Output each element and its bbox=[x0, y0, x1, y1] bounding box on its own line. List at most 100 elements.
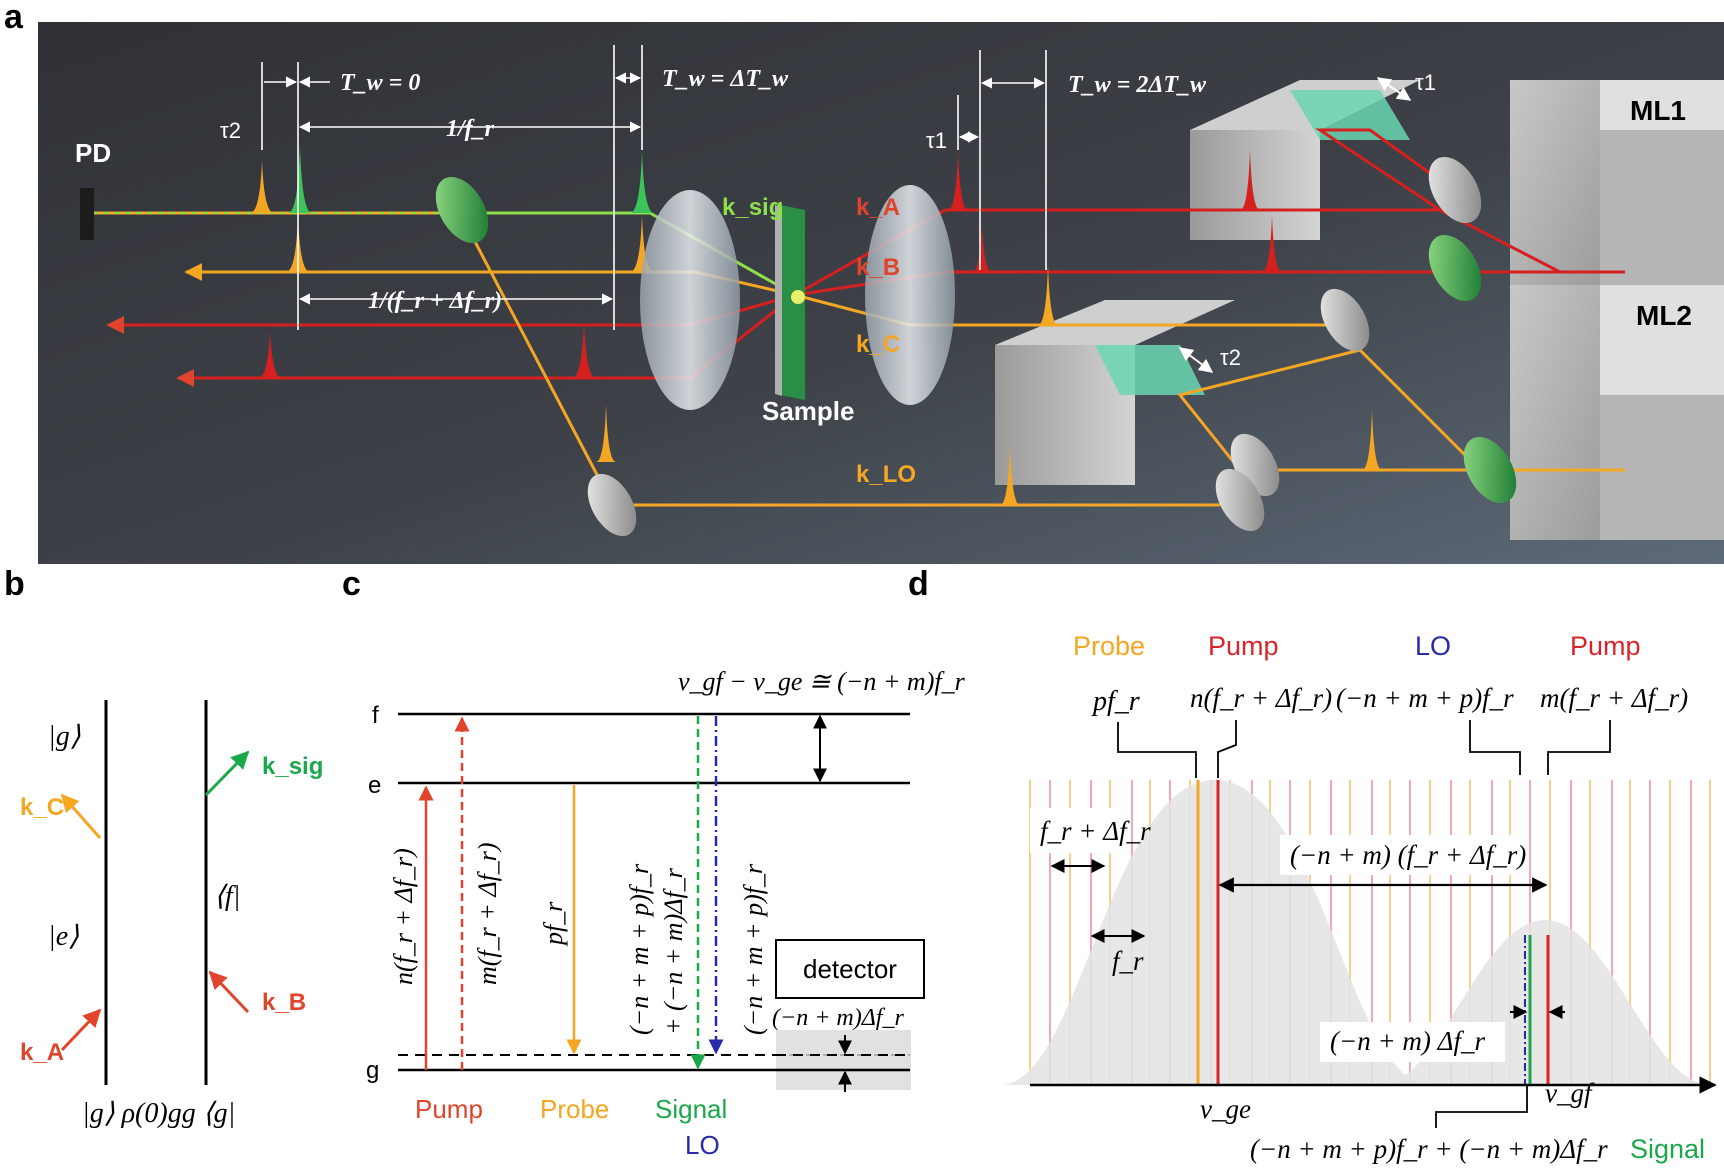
span-d-label: (−n + m) (f_r + Δf_r) bbox=[1290, 840, 1526, 870]
detector-box bbox=[775, 939, 925, 999]
pfr-d-label: pf_r bbox=[1091, 686, 1140, 717]
tw1-label: T_w = ΔT_w bbox=[662, 66, 789, 92]
ml1-laser bbox=[1510, 80, 1724, 290]
fr-d-label: f_r bbox=[1112, 946, 1144, 976]
mirror-2 bbox=[1320, 288, 1370, 352]
g-ket-top: |g⟩ bbox=[48, 721, 81, 752]
mfr-d-label: m(f_r + Δf_r) bbox=[1540, 683, 1688, 713]
pump-n-label: n(f_r + Δf_r) bbox=[389, 848, 418, 985]
lo-c-label: LO bbox=[685, 1130, 720, 1160]
mfr-leader bbox=[1547, 720, 1611, 775]
tau2-stage-label: τ2 bbox=[1220, 345, 1241, 370]
mirror-5 bbox=[587, 473, 637, 537]
vgf-d-label: v_gf bbox=[1545, 1078, 1595, 1108]
bottom-leader bbox=[1435, 1085, 1528, 1128]
mirror-1 bbox=[1428, 156, 1482, 224]
lofr-leader bbox=[1469, 720, 1521, 775]
pump1-d-label: Pump bbox=[1208, 631, 1279, 661]
photodetector bbox=[80, 188, 94, 240]
frdfr-label-bg bbox=[1030, 808, 1130, 853]
sample-plate bbox=[775, 205, 805, 400]
level-g-label: g bbox=[366, 1057, 379, 1084]
probe-label-vertical: pf_r bbox=[539, 901, 568, 947]
signal-d-label: Signal bbox=[1630, 1134, 1705, 1164]
beamsplitter-2 bbox=[1428, 234, 1482, 302]
vge-d-label: v_ge bbox=[1200, 1094, 1251, 1124]
kA-b-label: k_A bbox=[20, 1039, 64, 1066]
kA-arrow bbox=[60, 1008, 102, 1052]
inv-fr-dfr-label: 1/(f_r + Δf_r) bbox=[368, 288, 502, 314]
panel-label-c: c bbox=[342, 565, 361, 603]
lo-d-label: LO bbox=[1415, 631, 1451, 661]
panel-label-d: d bbox=[908, 565, 929, 603]
beamsplitter-1 bbox=[435, 176, 489, 244]
lo-label-vertical: (−n + m + p)f_r bbox=[739, 863, 768, 1035]
nfr-leader bbox=[1217, 720, 1237, 778]
nfr-d-label: n(f_r + Δf_r) bbox=[1190, 683, 1332, 713]
detector-offset-label: (−n + m)Δf_r bbox=[772, 1005, 904, 1031]
span-label-bg bbox=[1280, 835, 1520, 875]
frdfr-d-label: f_r + Δf_r bbox=[1040, 816, 1151, 846]
probe-d-label: Probe bbox=[1073, 631, 1145, 661]
tau1-stage-label: τ1 bbox=[1415, 70, 1436, 95]
signal-label-line2: + (−n + m)Δf_r bbox=[659, 867, 688, 1035]
pd-label: PD bbox=[75, 138, 111, 168]
formula-label: v_gf − v_ge ≅ (−n + m)f_r bbox=[678, 667, 966, 696]
kLO-label: k_LO bbox=[856, 461, 916, 488]
kA-label: k_A bbox=[856, 194, 900, 221]
delay-stage-1 bbox=[1190, 80, 1420, 240]
panel-c-level-diagram: v_gf − v_ge ≅ (−n + m)f_r f e g n(f_r + … bbox=[366, 667, 966, 1160]
tau1-left-label: τ1 bbox=[926, 128, 947, 153]
kC-label: k_C bbox=[856, 331, 900, 358]
e-ket: |e⟩ bbox=[48, 921, 79, 952]
level-e-label: e bbox=[368, 772, 381, 799]
kB-label: k_B bbox=[856, 254, 900, 281]
panel-label-b: b bbox=[4, 565, 25, 603]
tau2-left-label: τ2 bbox=[220, 118, 241, 143]
signal-label-line1: (−n + m + p)f_r bbox=[625, 863, 654, 1035]
beamsplitter-3 bbox=[1463, 436, 1517, 504]
delta-d-label: (−n + m) Δf_r bbox=[1330, 1026, 1486, 1056]
detector-band bbox=[776, 1030, 911, 1090]
pump-m-label: m(f_r + Δf_r) bbox=[473, 842, 502, 985]
ksig-arrow bbox=[204, 750, 250, 797]
kB-arrow bbox=[208, 970, 250, 1014]
lens-right bbox=[865, 185, 955, 405]
ge-gaussian-envelope bbox=[1000, 780, 1430, 1085]
tw2-label: T_w = 2ΔT_w bbox=[1068, 72, 1207, 98]
delay-stage-2 bbox=[995, 300, 1235, 485]
density-matrix-label: |g⟩ ρ(0)gg ⟨g| bbox=[82, 1098, 235, 1129]
mirror-4 bbox=[1215, 468, 1265, 532]
panel-d-comb-spectrum: Probe Pump LO Pump pf_r n(f_r + Δf_r) (−… bbox=[1000, 631, 1717, 1164]
probe-c-label: Probe bbox=[540, 1094, 609, 1124]
f-bra: ⟨f| bbox=[214, 881, 240, 912]
pfr-leader bbox=[1117, 722, 1197, 778]
lofr-d-label: (−n + m + p)f_r bbox=[1336, 683, 1514, 713]
kB-b-label: k_B bbox=[262, 989, 306, 1016]
delta-label-bg bbox=[1320, 1022, 1505, 1062]
ml2-laser bbox=[1510, 285, 1724, 540]
ml1-label: ML1 bbox=[1630, 95, 1686, 126]
ksig-label: k_sig bbox=[722, 194, 783, 221]
tw0-label: T_w = 0 bbox=[340, 70, 420, 96]
kC-arrow bbox=[60, 793, 102, 839]
sample-label: Sample bbox=[762, 396, 855, 426]
detector-label: detector bbox=[803, 954, 897, 984]
panel-b-feynman: |g⟩ |e⟩ ⟨f| |g⟩ ρ(0)gg ⟨g| k_C k_A k_sig… bbox=[20, 700, 323, 1129]
kC-b-label: k_C bbox=[20, 794, 64, 821]
bottom-d-label: (−n + m + p)f_r + (−n + m)Δf_r bbox=[1250, 1134, 1608, 1164]
pump2-d-label: Pump bbox=[1570, 631, 1641, 661]
tau1-stage-arrow bbox=[1376, 77, 1412, 101]
tau2-stage-arrow bbox=[1178, 347, 1214, 373]
pump-c-label: Pump bbox=[415, 1094, 483, 1124]
signal-c-label: Signal bbox=[655, 1094, 727, 1124]
lens-left bbox=[640, 190, 740, 410]
ksig-b-label: k_sig bbox=[262, 753, 323, 780]
inv-fr-label: 1/f_r bbox=[446, 116, 495, 142]
timing-markers bbox=[261, 45, 1047, 330]
ml2-label: ML2 bbox=[1636, 300, 1692, 331]
level-f-label: f bbox=[372, 702, 379, 729]
panel-label-a: a bbox=[4, 0, 24, 36]
panel-a-setup: ML1 ML2 bbox=[38, 22, 1724, 564]
